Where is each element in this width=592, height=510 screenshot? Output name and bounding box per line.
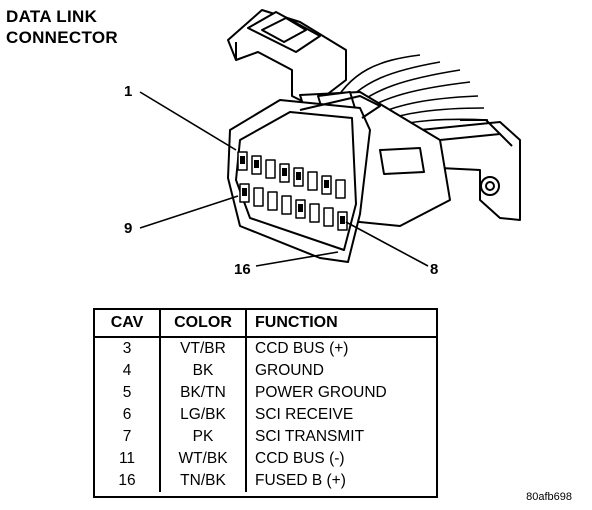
pinout-grid: CAV COLOR FUNCTION 3 VT/BR CCD BUS (+) 4…	[95, 310, 436, 492]
latch-housing	[227, 9, 347, 107]
cell-function: SCI RECEIVE	[245, 404, 436, 426]
cell-color: BK	[159, 360, 246, 382]
cell-cav: 6	[122, 406, 132, 423]
figure-id: 80afb698	[526, 491, 572, 503]
pin-9-callout: 9	[124, 220, 133, 237]
callout-leaders	[139, 91, 429, 267]
cell-color: VT/BR	[159, 337, 246, 360]
diagram-title: DATA LINK CONNECTOR	[6, 6, 118, 48]
table-row: 7 PK SCI TRANSMIT	[95, 426, 436, 448]
table-row: 4 BK GROUND	[95, 360, 436, 382]
pin-16-callout: 16	[234, 261, 251, 278]
cell-cav: 11	[118, 450, 136, 467]
pinout-table: CAV COLOR FUNCTION 3 VT/BR CCD BUS (+) 4…	[93, 308, 438, 498]
table-row: 16 TN/BK FUSED B (+)	[95, 470, 436, 492]
cell-color: LG/BK	[159, 404, 246, 426]
cell-color: PK	[159, 426, 246, 448]
cell-cav: 16	[118, 472, 136, 489]
header-function: FUNCTION	[245, 310, 436, 338]
header-cav: CAV	[95, 310, 160, 338]
cell-color: BK/TN	[159, 382, 246, 404]
table-row: 6 LG/BK SCI RECEIVE	[95, 404, 436, 426]
table-row: 3 VT/BR CCD BUS (+)	[95, 337, 436, 360]
cell-color: TN/BK	[159, 470, 246, 492]
connector-body	[227, 95, 381, 263]
cell-cav: 7	[122, 428, 132, 445]
cell-function: POWER GROUND	[245, 382, 436, 404]
mounting-bracket	[419, 119, 521, 221]
cell-function: CCD BUS (+)	[245, 337, 436, 360]
header-color: COLOR	[159, 310, 246, 338]
cell-cav: 4	[122, 362, 132, 379]
pin-1-callout: 1	[124, 83, 133, 100]
table-row: 11 WT/BK CCD BUS (-)	[95, 448, 436, 470]
cell-cav: 5	[122, 384, 132, 401]
pin-contacts	[240, 156, 345, 224]
title-line-2: CONNECTOR	[6, 28, 118, 47]
pin-8-callout: 8	[430, 261, 439, 278]
cell-function: CCD BUS (-)	[245, 448, 436, 470]
connector-illustration	[139, 9, 521, 267]
title-line-1: DATA LINK	[6, 7, 98, 26]
cell-function: SCI TRANSMIT	[245, 426, 436, 448]
table-row: 5 BK/TN POWER GROUND	[95, 382, 436, 404]
table-header-row: CAV COLOR FUNCTION	[95, 310, 436, 338]
cell-color: WT/BK	[159, 448, 246, 470]
cell-function: FUSED B (+)	[245, 470, 436, 492]
cell-cav: 3	[122, 340, 132, 357]
cell-function: GROUND	[245, 360, 436, 382]
